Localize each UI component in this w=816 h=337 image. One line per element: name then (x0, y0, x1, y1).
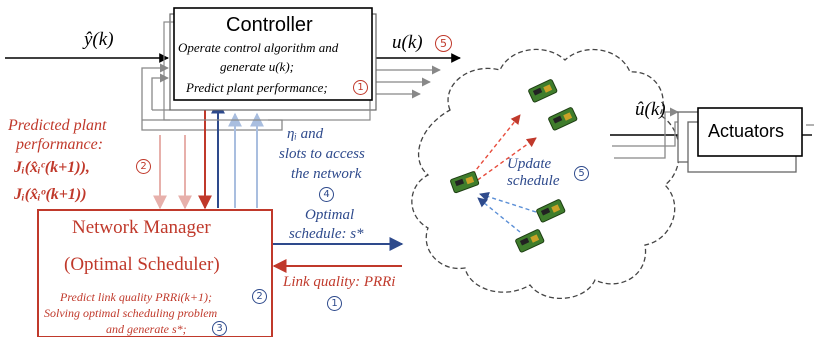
sensor-node (515, 229, 545, 253)
sensor-node (528, 79, 558, 103)
u-label: u(k) (392, 32, 423, 53)
eta-line-2: slots to access (279, 146, 365, 162)
network-manager-box (37, 209, 273, 337)
manager-title-2: (Optimal Scheduler) (64, 254, 220, 275)
controller-box (173, 7, 373, 101)
step-circle: 1 (353, 80, 368, 95)
step-circle: 3 (212, 321, 227, 336)
controller-line-1: Operate control algorithm and (178, 40, 339, 55)
predicted-label-1: Predicted plant (8, 117, 107, 134)
eta-line-3: the network (291, 166, 362, 182)
formula-2: Jᵢ(x̂ᵢᵒ(k+1)) (14, 186, 87, 203)
y-hat-label: ŷ(k) (84, 29, 114, 50)
link-quality-label: Link quality: PRRi (283, 274, 396, 290)
step-circle: 4 (319, 187, 334, 202)
update-line-2: schedule (507, 173, 560, 189)
step-circle: 2 (136, 159, 151, 174)
step-circle: 5 (574, 166, 589, 181)
optimal-line-2: schedule: s* (289, 226, 364, 242)
optimal-line-1: Optimal (305, 207, 355, 223)
controller-line-3: Predict plant performance; (186, 80, 328, 95)
update-line-1: Update (507, 156, 552, 172)
actuators-box (697, 107, 803, 157)
step-circle: 2 (252, 289, 267, 304)
sensor-node (450, 171, 480, 194)
manager-line-2: Solving optimal scheduling problem (44, 306, 218, 320)
actuators-label: Actuators (708, 121, 785, 141)
controller-line-2: generate u(k); (220, 59, 294, 74)
formula-1: Jᵢ(x̂ᵢᶜ(k+1)), (14, 159, 90, 176)
step-circle: 1 (327, 296, 342, 311)
step-circle: 5 (435, 35, 452, 52)
controller-title: Controller (226, 14, 313, 36)
sensor-node (536, 199, 566, 223)
sensor-node (548, 107, 578, 131)
manager-title-1: Network Manager (72, 217, 211, 238)
predicted-label-2: performance: (16, 136, 104, 153)
u-hat-label: û(k) (635, 99, 666, 120)
eta-line-1: ηᵢ and (287, 126, 324, 142)
wireless-network-cloud (411, 48, 681, 299)
manager-line-1: Predict link quality PRRi(k+1); (60, 290, 212, 304)
manager-line-3: and generate s*; (106, 322, 187, 336)
